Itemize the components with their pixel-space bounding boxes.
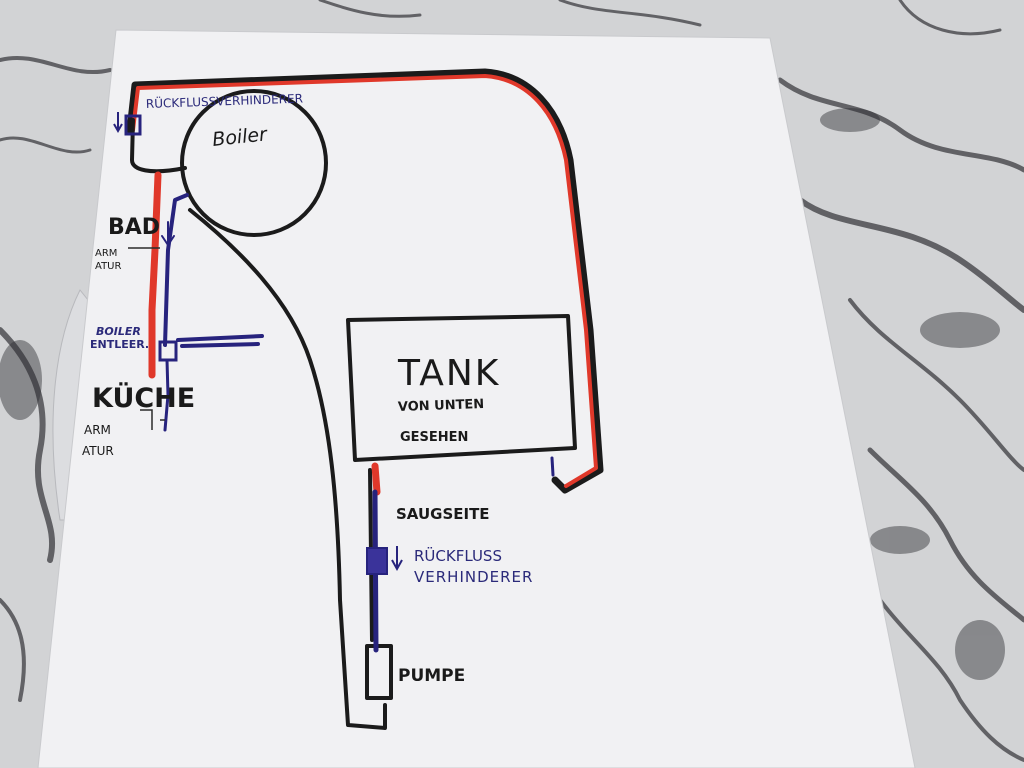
cold-pipe-tank-right — [550, 456, 555, 477]
cold-pipe-boiler — [163, 193, 189, 347]
hot-pipe-left-loop — [130, 118, 187, 174]
faucet-line-kueche — [140, 409, 165, 430]
backflow-valve-bottom — [366, 547, 388, 575]
pump-box — [365, 644, 393, 700]
label-kueche: KÜCHE — [92, 381, 195, 414]
label-backflow-bottom-1: RÜCKFLUSS — [414, 546, 502, 565]
label-boiler-entleer-2: ENTLEER. — [90, 338, 149, 351]
boiler-drain-scribble — [176, 334, 264, 348]
boiler-circle — [180, 89, 328, 237]
outline-left-curve — [188, 208, 387, 730]
backflow-valve-top — [124, 114, 142, 136]
label-bad: BAD — [108, 215, 160, 240]
label-tank: TANK — [397, 353, 500, 394]
boiler-drain-valve — [158, 340, 178, 362]
label-backflow-top: RÜCKFLUSSVERHINDERER — [146, 90, 304, 111]
hot-pipe-outline — [126, 68, 604, 494]
label-backflow-bottom-2: VERHINDERER — [414, 568, 533, 586]
label-saugseite: SAUGSEITE — [396, 505, 490, 523]
label-armatur-bad-1: ARM — [95, 248, 117, 259]
arrow-bad — [161, 221, 175, 246]
label-armatur-kueche-2: ATUR — [82, 444, 114, 458]
label-boiler-entleer-1: BOILER — [96, 325, 141, 338]
hot-pipe-vertical — [148, 171, 162, 379]
label-armatur-bad-2: ATUR — [95, 261, 121, 272]
label-armatur-kueche-1: ARM — [84, 423, 111, 437]
label-tank-sub-2: GESEHEN — [400, 430, 468, 445]
tank-rectangle — [346, 314, 577, 462]
cold-pipe-kitchen — [163, 358, 170, 432]
label-pumpe: PUMPE — [398, 666, 465, 686]
hot-pipe — [131, 74, 598, 488]
label-tank-sub-1: VON UNTEN — [398, 397, 485, 415]
hot-pipe-stub-tank — [371, 462, 381, 496]
arrow-backflow-bottom — [391, 546, 403, 572]
arrow-backflow-top — [113, 112, 123, 134]
